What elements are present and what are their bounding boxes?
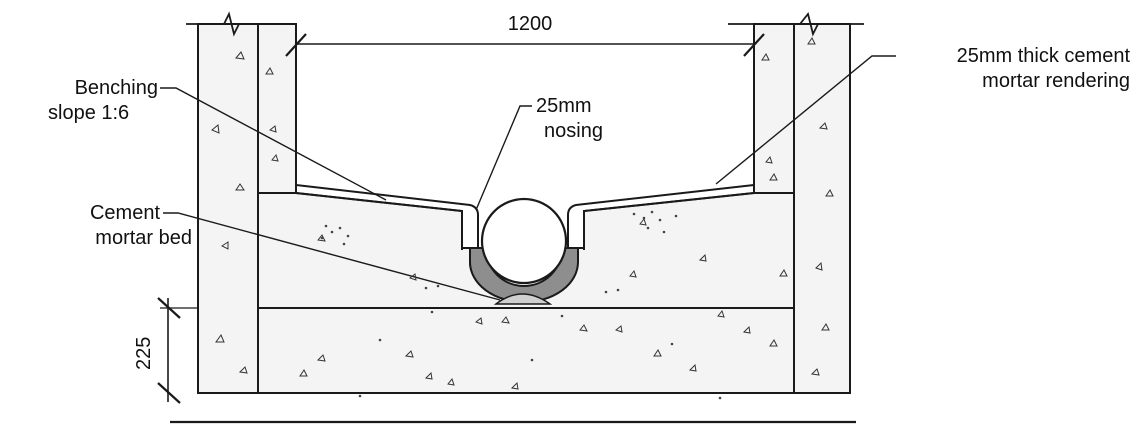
benching-label-line1: Benching bbox=[74, 77, 158, 99]
break-mark-left bbox=[186, 11, 258, 37]
right-outer-wall bbox=[793, 23, 851, 394]
aggregate-marks bbox=[211, 37, 834, 390]
right-rendering bbox=[753, 23, 795, 194]
break-mark-right bbox=[728, 12, 864, 37]
base-slab bbox=[257, 307, 795, 394]
nosing-label-line1: 25mm bbox=[536, 95, 592, 117]
benching-surface-right bbox=[567, 184, 755, 250]
depth-tick-top bbox=[157, 297, 181, 319]
benching-surface-left-under bbox=[295, 192, 463, 250]
left-outer-wall bbox=[197, 23, 259, 394]
benching-label-line2: slope 1:6 bbox=[48, 102, 130, 124]
width-tick-right bbox=[743, 33, 765, 57]
bed-support bbox=[493, 293, 553, 305]
depth-tick-bottom bbox=[157, 382, 181, 404]
benching-surface-right-under bbox=[583, 192, 755, 250]
benching-leader bbox=[160, 87, 387, 201]
bed-label-line1: Cement bbox=[89, 202, 160, 224]
bed-label-line2: mortar bed bbox=[95, 227, 192, 249]
nosing-leader bbox=[475, 105, 532, 211]
bed-leader bbox=[163, 212, 501, 301]
rendering-label-line1: 25mm thick cement bbox=[956, 45, 1130, 67]
left-rendering bbox=[257, 23, 297, 194]
pipe bbox=[480, 197, 568, 285]
width-tick-left bbox=[285, 33, 307, 57]
width-dimension-label: 1200 bbox=[507, 13, 553, 35]
nosing-label-line2: nosing bbox=[544, 120, 603, 142]
aggregate-dots bbox=[320, 210, 722, 400]
rendering-label-line2: mortar rendering bbox=[982, 70, 1130, 92]
depth-dimension-label: 225 bbox=[133, 336, 155, 370]
rendering-leader bbox=[715, 55, 896, 185]
cement-mortar-bed bbox=[469, 247, 579, 303]
